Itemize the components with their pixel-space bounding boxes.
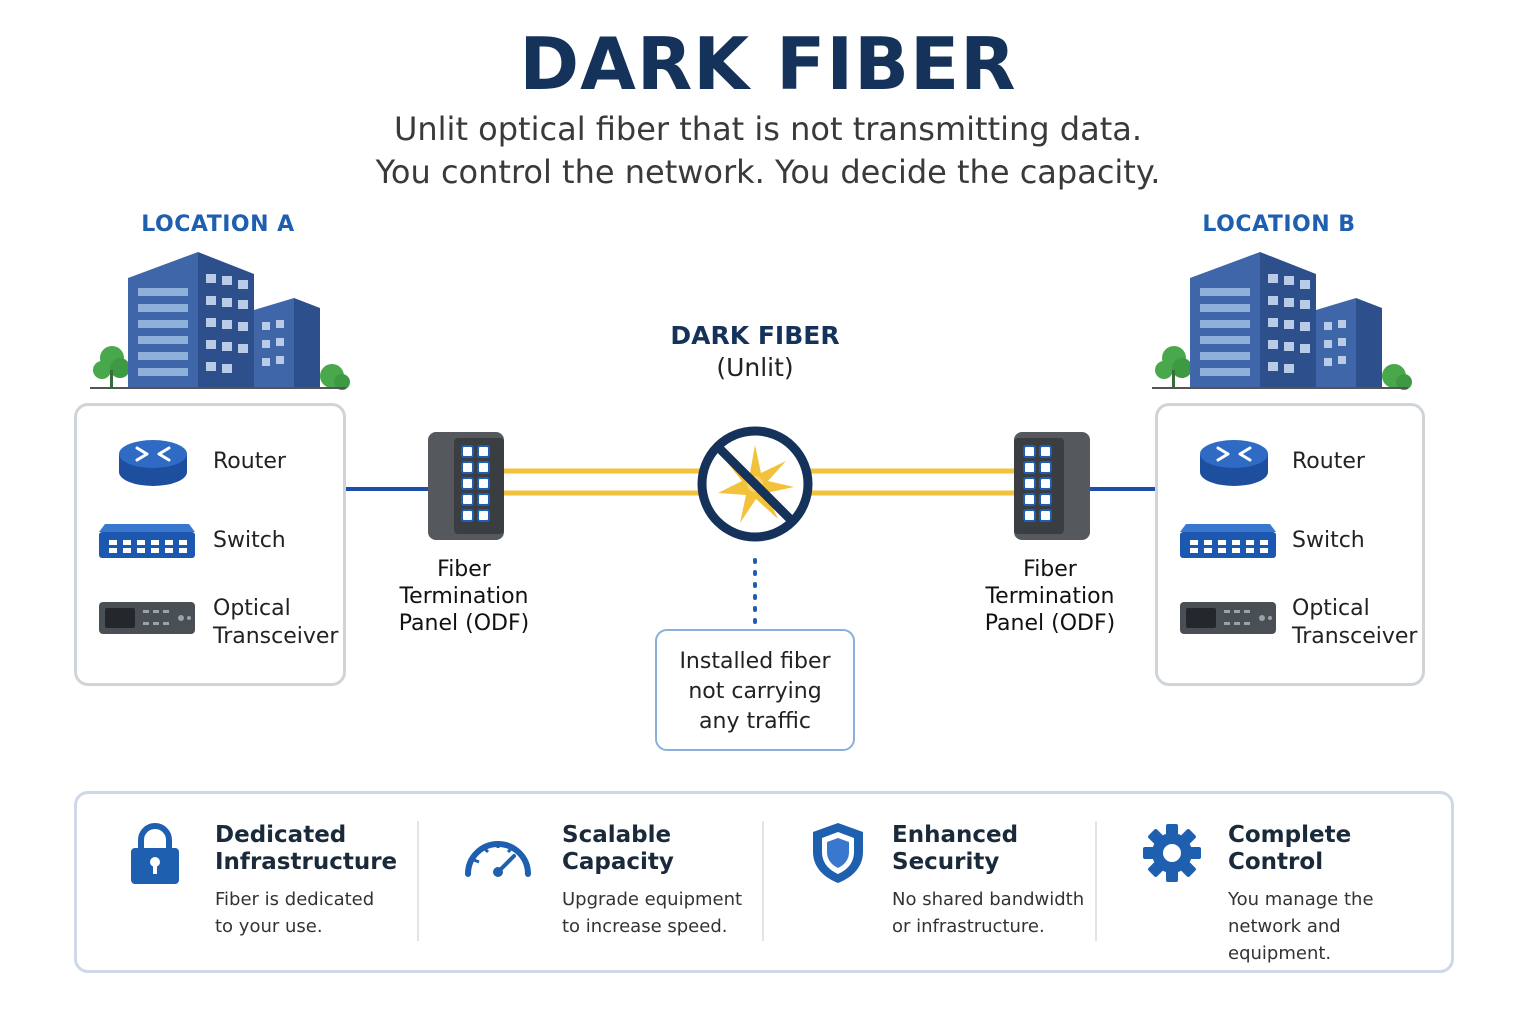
router-label: Router [1292, 449, 1365, 474]
divider [762, 821, 764, 941]
switch-label: Switch [213, 528, 286, 553]
shield-icon [813, 823, 863, 883]
benefit-item: Dedicated Infrastructure Fiber is dedica… [97, 818, 417, 948]
transceiver-label: Optical Transceiver [213, 596, 339, 649]
switch-label: Switch [1292, 528, 1365, 553]
router-icon [119, 440, 187, 486]
divider [1095, 821, 1097, 941]
dark-fiber-label: DARK FIBER (Unlit) [670, 321, 840, 382]
equipment-box-a: Router Switch Optical Transceiver [74, 403, 346, 686]
building-icon-a [90, 252, 350, 390]
subtitle-line-2: You control the network. You decide the … [375, 153, 1161, 191]
fiber-note-box: Installed fiber not carrying any traffic [655, 629, 855, 751]
odf-label-b: Fiber Termination Panel (ODF) [984, 557, 1116, 636]
benefit-item: Enhanced Security No shared bandwidth or… [787, 818, 1097, 948]
router-label: Router [213, 449, 286, 474]
benefit-item: Complete Control You manage the network … [1117, 818, 1437, 964]
unlit-light-icon [697, 426, 813, 542]
location-b-label: LOCATION B [1202, 212, 1356, 237]
divider [417, 821, 419, 941]
odf-panel-icon-a [428, 432, 504, 540]
benefits-panel: Dedicated Infrastructure Fiber is dedica… [74, 791, 1454, 973]
transceiver-icon [99, 602, 195, 634]
benefit-item: Scalable Capacity Upgrade equipment to i… [442, 818, 762, 948]
location-a-label: LOCATION A [141, 212, 295, 237]
gauge-icon [465, 841, 531, 877]
gear-icon [1143, 824, 1201, 882]
transceiver-icon [1180, 602, 1276, 634]
switch-icon [99, 524, 195, 558]
equipment-box-b: Router Switch Optical Transceiver [1155, 403, 1425, 686]
odf-label-a: Fiber Termination Panel (ODF) [398, 557, 530, 636]
lock-icon [131, 823, 179, 884]
subtitle-line-1: Unlit optical fiber that is not transmit… [393, 110, 1143, 148]
odf-panel-icon-b [1014, 432, 1090, 540]
page-title: DARK FIBER [519, 22, 1017, 106]
router-icon [1200, 440, 1268, 486]
switch-icon [1180, 524, 1276, 558]
transceiver-label: Optical Transceiver [1292, 596, 1418, 649]
building-icon-b [1152, 252, 1412, 390]
